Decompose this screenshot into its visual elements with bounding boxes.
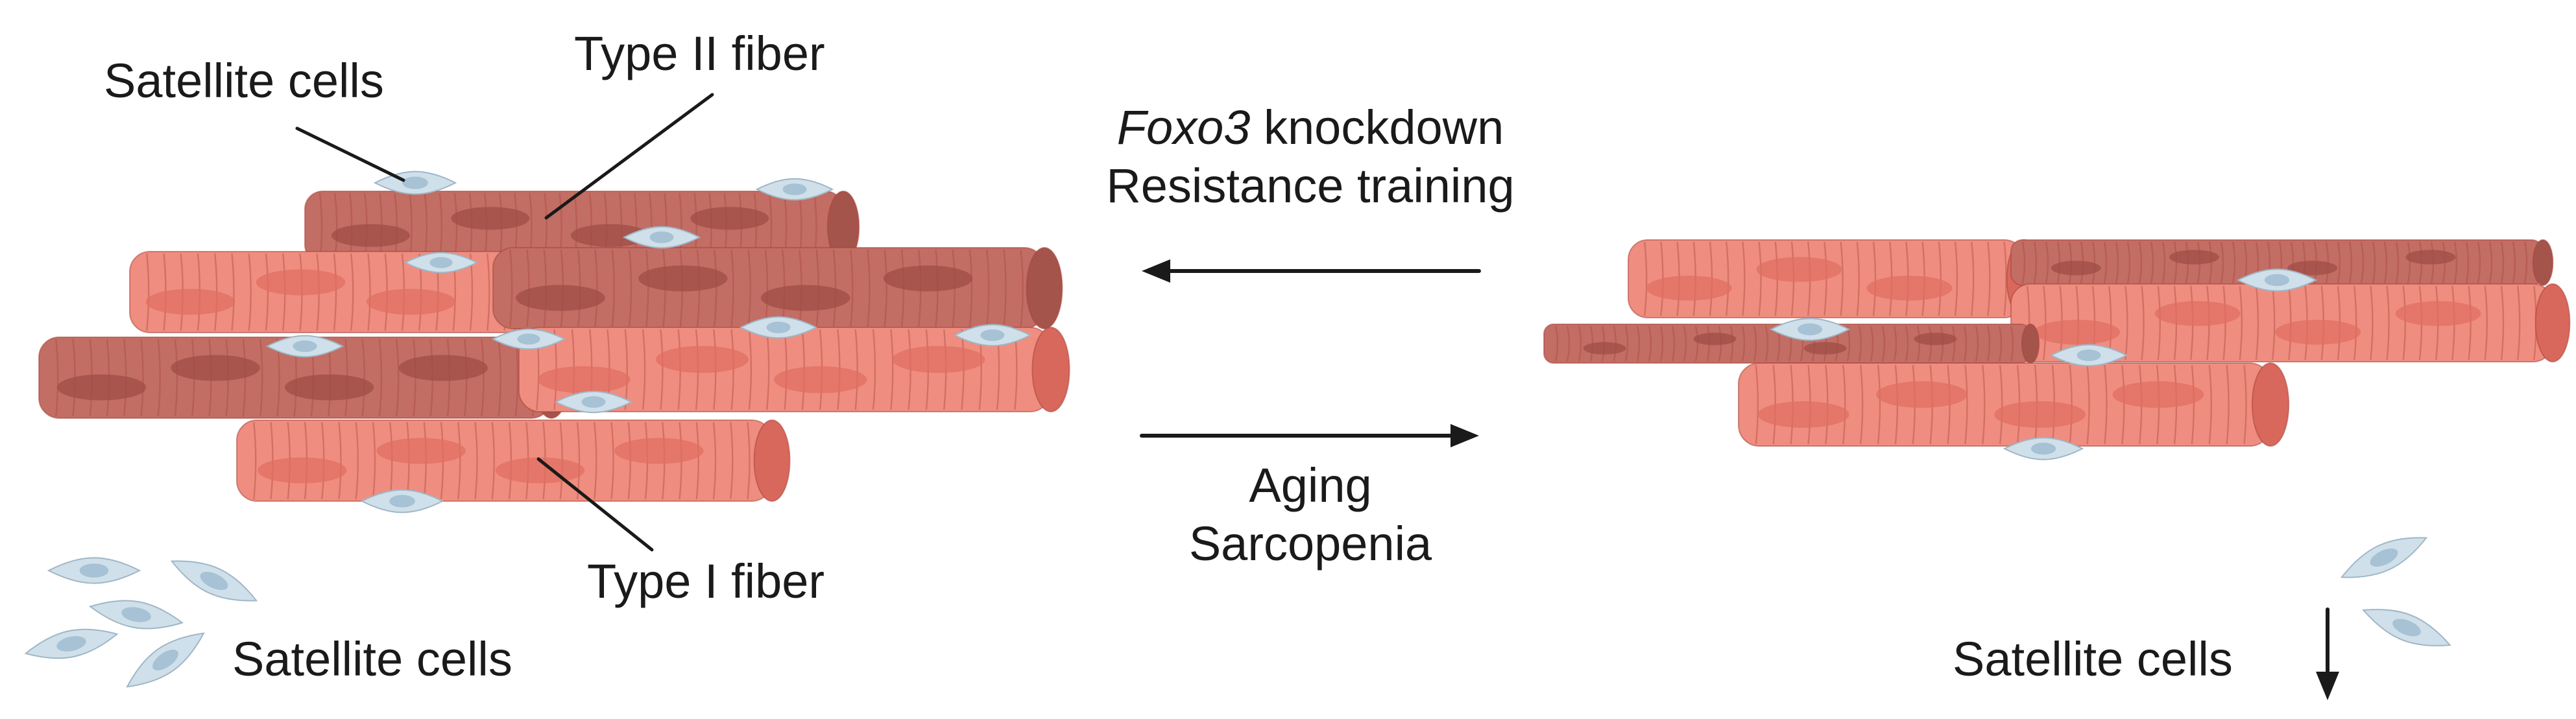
foxo3-gene-name: Foxo3 <box>1116 100 1251 154</box>
aged-type-i-fiber-right <box>2010 283 2571 362</box>
type-i-fiber-upper <box>129 251 544 333</box>
forward-arrow-label-line2: Sarcopenia <box>1188 517 1432 571</box>
type-i-fiber-callout-line <box>536 457 654 552</box>
reverse-arrowhead <box>1142 259 1170 283</box>
young-muscle-fibers <box>38 191 1070 502</box>
satellite-cell-on-fiber-2 <box>755 178 834 201</box>
satellite-cells-callout-line <box>295 126 405 182</box>
type-ii-fiber-upper <box>492 247 1063 329</box>
satellite-cell-free-3 <box>88 600 184 630</box>
aged-type-i-fiber-top <box>1628 239 2042 318</box>
type-ii-fiber-callout-line <box>544 93 714 220</box>
forward-arrowhead <box>1451 424 1479 447</box>
satellite-cell-on-fiber-8 <box>953 324 1032 347</box>
callout-lines <box>295 93 2339 700</box>
aged-muscle-fibers <box>1543 239 2571 447</box>
aged-satellite-cell-on-fiber-3 <box>2049 344 2128 367</box>
satellite-cell-on-fiber-10 <box>360 489 444 513</box>
satellite-cells <box>24 171 2451 688</box>
satellite-cell-free-1 <box>47 557 141 584</box>
aged-satellite-cell-on-fiber-4 <box>2003 437 2084 460</box>
reverse-arrow-label-line1: Foxo3 knockdown <box>1117 104 1504 152</box>
aged-satellite-cell-on-fiber-2 <box>2236 268 2318 292</box>
satellite-cell-free-5 <box>126 632 205 688</box>
knockdown-text: knockdown <box>1250 100 1504 154</box>
aged-satellite-cell-free-1 <box>2340 537 2428 578</box>
satellite-cell-free-4 <box>24 628 119 659</box>
aged-type-ii-fiber-thin <box>1543 324 2040 364</box>
type-i-fiber-lower <box>518 327 1070 412</box>
satellite-cells-top-label: Satellite cells <box>104 54 384 108</box>
satellite-cells-bottom-left-label: Satellite cells <box>232 632 512 686</box>
aged-type-ii-fiber-top <box>2010 239 2554 286</box>
type-i-fiber-bottom <box>236 419 791 502</box>
satellite-cell-on-fiber-9 <box>554 390 633 414</box>
satellite-cell-on-fiber-5 <box>265 335 344 358</box>
satellite-cell-free-2 <box>170 560 258 602</box>
satellite-cell-on-fiber-4 <box>403 252 479 274</box>
satellite-cell-on-fiber-3 <box>622 226 701 249</box>
type-ii-fiber-label: Type II fiber <box>574 27 825 80</box>
aged-type-i-fiber-bottom <box>1738 362 2290 447</box>
aged-satellite-cell-free-2 <box>2362 609 2451 646</box>
aged-satellite-cell-on-fiber-1 <box>1769 318 1851 341</box>
satellite-cell-on-fiber-7 <box>739 316 818 339</box>
forward-arrow-label-line1: Aging <box>1249 458 1372 512</box>
satellite-cells-bottom-right-label: Satellite cells <box>1953 632 2233 686</box>
satellite-cell-on-fiber-6 <box>491 328 566 350</box>
decrease-arrowhead <box>2316 672 2339 700</box>
reverse-arrow-label-line2: Resistance training <box>1106 159 1515 213</box>
type-i-fiber-label: Type I fiber <box>587 554 825 608</box>
